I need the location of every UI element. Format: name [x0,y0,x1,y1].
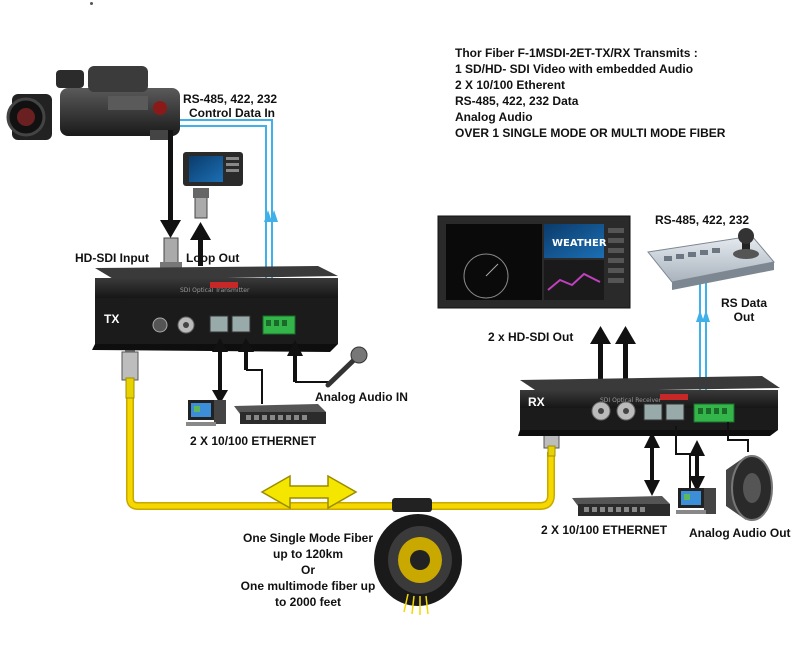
info-line: Analog Audio [455,110,533,124]
loop-monitor-icon [183,152,243,186]
pc-icon [186,400,226,426]
tx-ethernet-arrows [212,338,263,404]
rx-tag: RX [528,395,545,409]
ethernet-tx-label: 2 X 10/100 ETHERNET [190,434,317,448]
fiber-spec-line: One Single Mode Fiber [242,531,373,545]
rx-audio-line [727,422,749,452]
tx-tag: TX [104,312,120,326]
hdsdi-out-arrows [590,326,636,398]
info-title: Thor Fiber F-1MSDI-2ET-TX/RX Transmits : [455,46,698,60]
rx-ethernet-arrows [644,426,705,496]
fiber-spec-line: Or [300,563,315,577]
info-line: OVER 1 SINGLE MODE OR MULTI MODE FIBER [455,126,726,140]
analog-audio-in-label: Analog Audio IN [315,390,408,404]
rs-data-out-label: RS Data Out [714,296,774,324]
fiber-spec-line: to 2000 feet [274,595,342,609]
fiber-reel-icon [374,498,462,615]
decorative-dot [90,2,93,5]
control-data-in-label: Control Data In [189,106,275,120]
loop-out-label: Loop Out [186,251,240,265]
rs-out-label: RS-485, 422, 232 [655,213,750,227]
hdsdi-input-label: HD-SDI Input [75,251,149,265]
rs-data-out-line: RS Data [720,296,767,310]
rx-device-icon: SDI Optical Receiver [518,376,780,436]
network-switch-icon [572,496,670,516]
fiber-spec-label: One Single Mode Fiber up to 120km Or One… [228,530,388,610]
network-switch-icon [234,404,326,424]
broadcast-monitor-icon: WEATHER [437,215,631,309]
ptz-controller-icon [647,228,775,290]
fiber-bidirectional-arrow [260,474,358,510]
fiber-cable [121,330,560,510]
fiber-spec-line: up to 120km [272,547,344,561]
svg-text:WEATHER: WEATHER [552,238,607,249]
product-info: Thor Fiber F-1MSDI-2ET-TX/RX Transmits :… [455,45,725,141]
bnc-connector-icon [160,188,209,270]
svg-text:SDI Optical Receiver: SDI Optical Receiver [600,397,662,404]
tx-device-icon: SDI Optical Transmitter [92,266,338,352]
ethernet-rx-label: 2 X 10/100 ETHERNET [541,523,668,537]
sdi-input-arrow [160,130,181,238]
fiber-spec-line: One multimode fiber up [240,579,376,593]
pc-icon [676,488,716,514]
info-line: 1 SD/HD- SDI Video with embedded Audio [455,62,694,76]
speaker-icon [726,455,773,521]
tx-audio-arrow [287,340,330,383]
analog-audio-out-label: Analog Audio Out [689,526,791,540]
video-camera-icon [6,66,180,140]
rs-data-out-line: Out [733,310,755,324]
loop-out-arrow [190,222,211,266]
microphone-icon [325,346,368,388]
tx-rs-data-lines [178,119,278,318]
info-line: RS-485, 422, 232 Data [455,94,579,108]
rs-in-label: RS-485, 422, 232 [183,92,278,106]
svg-text:SDI Optical Transmitter: SDI Optical Transmitter [180,287,250,294]
info-line: 2 X 10/100 Etherent [455,78,566,92]
hdsdi-out-label: 2 x HD-SDI Out [488,330,574,344]
